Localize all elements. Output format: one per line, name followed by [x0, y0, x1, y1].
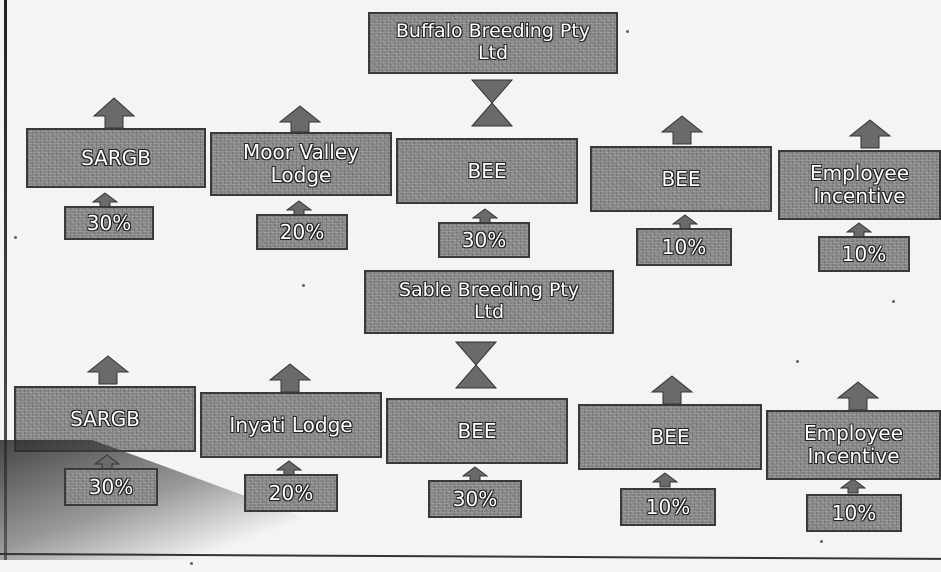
- company-name-line: Buffalo Breeding Pty: [395, 20, 591, 43]
- percent-value: 20%: [279, 219, 325, 244]
- up-arrow-icon: [840, 478, 866, 494]
- scan-speck: [14, 236, 17, 239]
- percent-box: 20%: [256, 214, 348, 250]
- up-arrow-icon: [268, 363, 312, 393]
- percent-box: 30%: [438, 222, 530, 258]
- percent-value: 30%: [88, 474, 134, 499]
- percent-value: 10%: [841, 241, 887, 266]
- percent-value: 20%: [268, 480, 314, 505]
- percent-box: 20%: [244, 474, 338, 512]
- scan-speck: [302, 284, 305, 287]
- up-arrow-icon: [660, 115, 704, 145]
- company-name-line: Sable Breeding Pty: [398, 279, 580, 302]
- shareholder-box: Inyati Lodge: [200, 392, 382, 458]
- shareholder-name: Incentive: [807, 444, 900, 468]
- scan-speck: [820, 540, 823, 543]
- shareholder-box: SARGB: [26, 128, 206, 188]
- shareholder-box: BEE: [396, 138, 578, 204]
- shareholder-box: BEE: [590, 146, 772, 212]
- shareholder-name: BEE: [467, 158, 507, 183]
- hourglass-connector-icon: [454, 341, 498, 389]
- percent-value: 10%: [645, 494, 691, 519]
- percent-box: 10%: [818, 236, 910, 272]
- shareholder-name: SARGB: [70, 406, 140, 431]
- company-box-buffalo: Buffalo Breeding Pty Ltd: [368, 12, 618, 74]
- company-box-sable: Sable Breeding Pty Ltd: [364, 270, 614, 334]
- scan-speck: [796, 360, 799, 363]
- percent-box: 10%: [806, 494, 902, 532]
- percent-box: 30%: [428, 480, 522, 518]
- shareholder-box: BEE: [386, 398, 568, 464]
- percent-box: 10%: [620, 488, 716, 526]
- shareholder-name: BEE: [661, 166, 701, 191]
- shareholder-box: Moor Valley Lodge: [210, 132, 392, 196]
- scan-speck: [190, 562, 193, 565]
- percent-value: 30%: [86, 210, 132, 235]
- page-edge: [4, 0, 7, 560]
- shareholder-name: Incentive: [813, 184, 906, 208]
- shareholder-name: Inyati Lodge: [229, 412, 353, 437]
- percent-value: 30%: [461, 227, 507, 252]
- up-arrow-icon: [278, 105, 322, 133]
- shareholder-box: Employee Incentive: [778, 150, 941, 220]
- percent-box: 30%: [64, 468, 158, 506]
- up-arrow-icon: [836, 381, 880, 411]
- up-arrow-icon: [92, 97, 136, 129]
- company-name-line: Ltd: [473, 301, 505, 323]
- company-name-line: Ltd: [477, 42, 509, 64]
- up-arrow-icon: [650, 375, 694, 405]
- shareholder-name: Employee: [809, 161, 910, 185]
- percent-value: 10%: [661, 234, 707, 259]
- shareholder-name: Lodge: [270, 163, 332, 187]
- percent-box: 10%: [636, 228, 732, 266]
- shareholder-name: BEE: [457, 418, 497, 443]
- shareholder-box: Employee Incentive: [766, 410, 941, 480]
- hourglass-connector-icon: [470, 79, 514, 127]
- shareholder-box: BEE: [578, 404, 762, 470]
- up-arrow-icon: [848, 119, 892, 149]
- shareholder-name: Moor Valley: [243, 140, 359, 164]
- shareholder-name: SARGB: [81, 145, 151, 170]
- scan-shadow: [0, 440, 420, 560]
- shareholder-name: BEE: [650, 424, 690, 449]
- up-arrow-icon: [652, 472, 678, 488]
- scan-speck: [892, 300, 895, 303]
- percent-value: 10%: [831, 500, 877, 525]
- percent-value: 30%: [452, 486, 498, 511]
- shareholder-name: Employee: [803, 421, 904, 445]
- percent-box: 30%: [64, 206, 154, 240]
- up-arrow-icon: [86, 355, 130, 385]
- scan-speck: [626, 30, 629, 33]
